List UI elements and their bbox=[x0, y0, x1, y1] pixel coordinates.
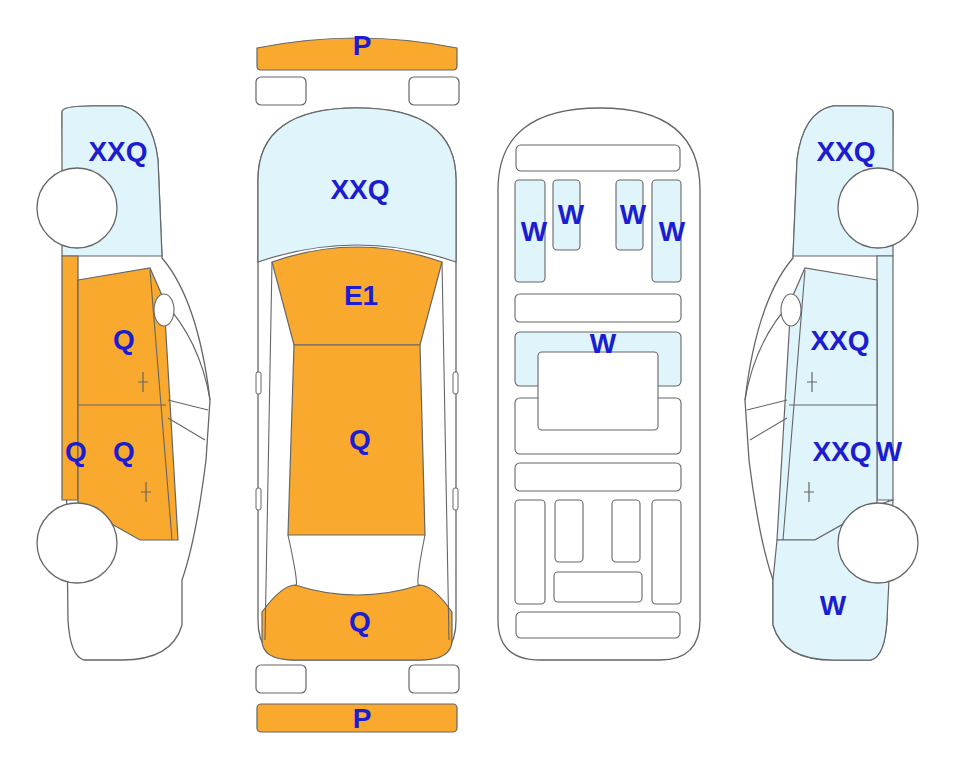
damage-code: Q bbox=[113, 438, 135, 466]
damage-code: W bbox=[820, 592, 846, 620]
damage-code: W bbox=[590, 330, 616, 358]
damage-code: Q bbox=[349, 426, 371, 454]
damage-code: P bbox=[353, 705, 372, 733]
damage-code: P bbox=[353, 32, 372, 60]
damage-code: W bbox=[620, 201, 646, 229]
damage-code: Q bbox=[113, 326, 135, 354]
damage-code: Q bbox=[65, 438, 87, 466]
damage-code: Q bbox=[349, 608, 371, 636]
damage-code: XXQ bbox=[330, 176, 389, 204]
damage-code: W bbox=[558, 201, 584, 229]
damage-code: XXQ bbox=[816, 138, 875, 166]
damage-code: XXQ bbox=[812, 438, 871, 466]
damage-code: XXQ bbox=[88, 138, 147, 166]
damage-code: E1 bbox=[344, 282, 378, 310]
damage-code: W bbox=[659, 218, 685, 246]
damage-code: XXQ bbox=[810, 327, 869, 355]
damage-code: W bbox=[521, 218, 547, 246]
damage-code: W bbox=[876, 438, 902, 466]
